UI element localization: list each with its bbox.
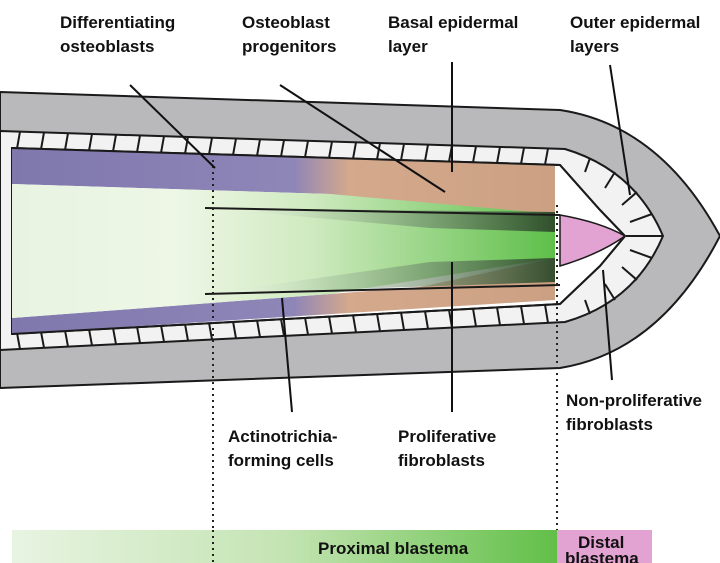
proximal-blastema-bar: [12, 530, 557, 563]
label-proliferative-fibroblasts: Proliferative fibroblasts: [398, 427, 501, 470]
label-proximal-blastema: Proximal blastema: [318, 539, 469, 558]
label-differentiating-osteoblasts: Differentiating osteoblasts: [60, 13, 180, 56]
label-actinotrichia-forming-cells: Actinotrichia- forming cells: [228, 427, 342, 470]
label-osteoblast-progenitors: Osteoblast progenitors: [242, 13, 336, 56]
label-non-proliferative-fibroblasts: Non-proliferative fibroblasts: [566, 391, 707, 434]
label-basal-epidermal-layer: Basal epidermal layer: [388, 13, 523, 56]
label-outer-epidermal-layers: Outer epidermal layers: [570, 13, 705, 56]
